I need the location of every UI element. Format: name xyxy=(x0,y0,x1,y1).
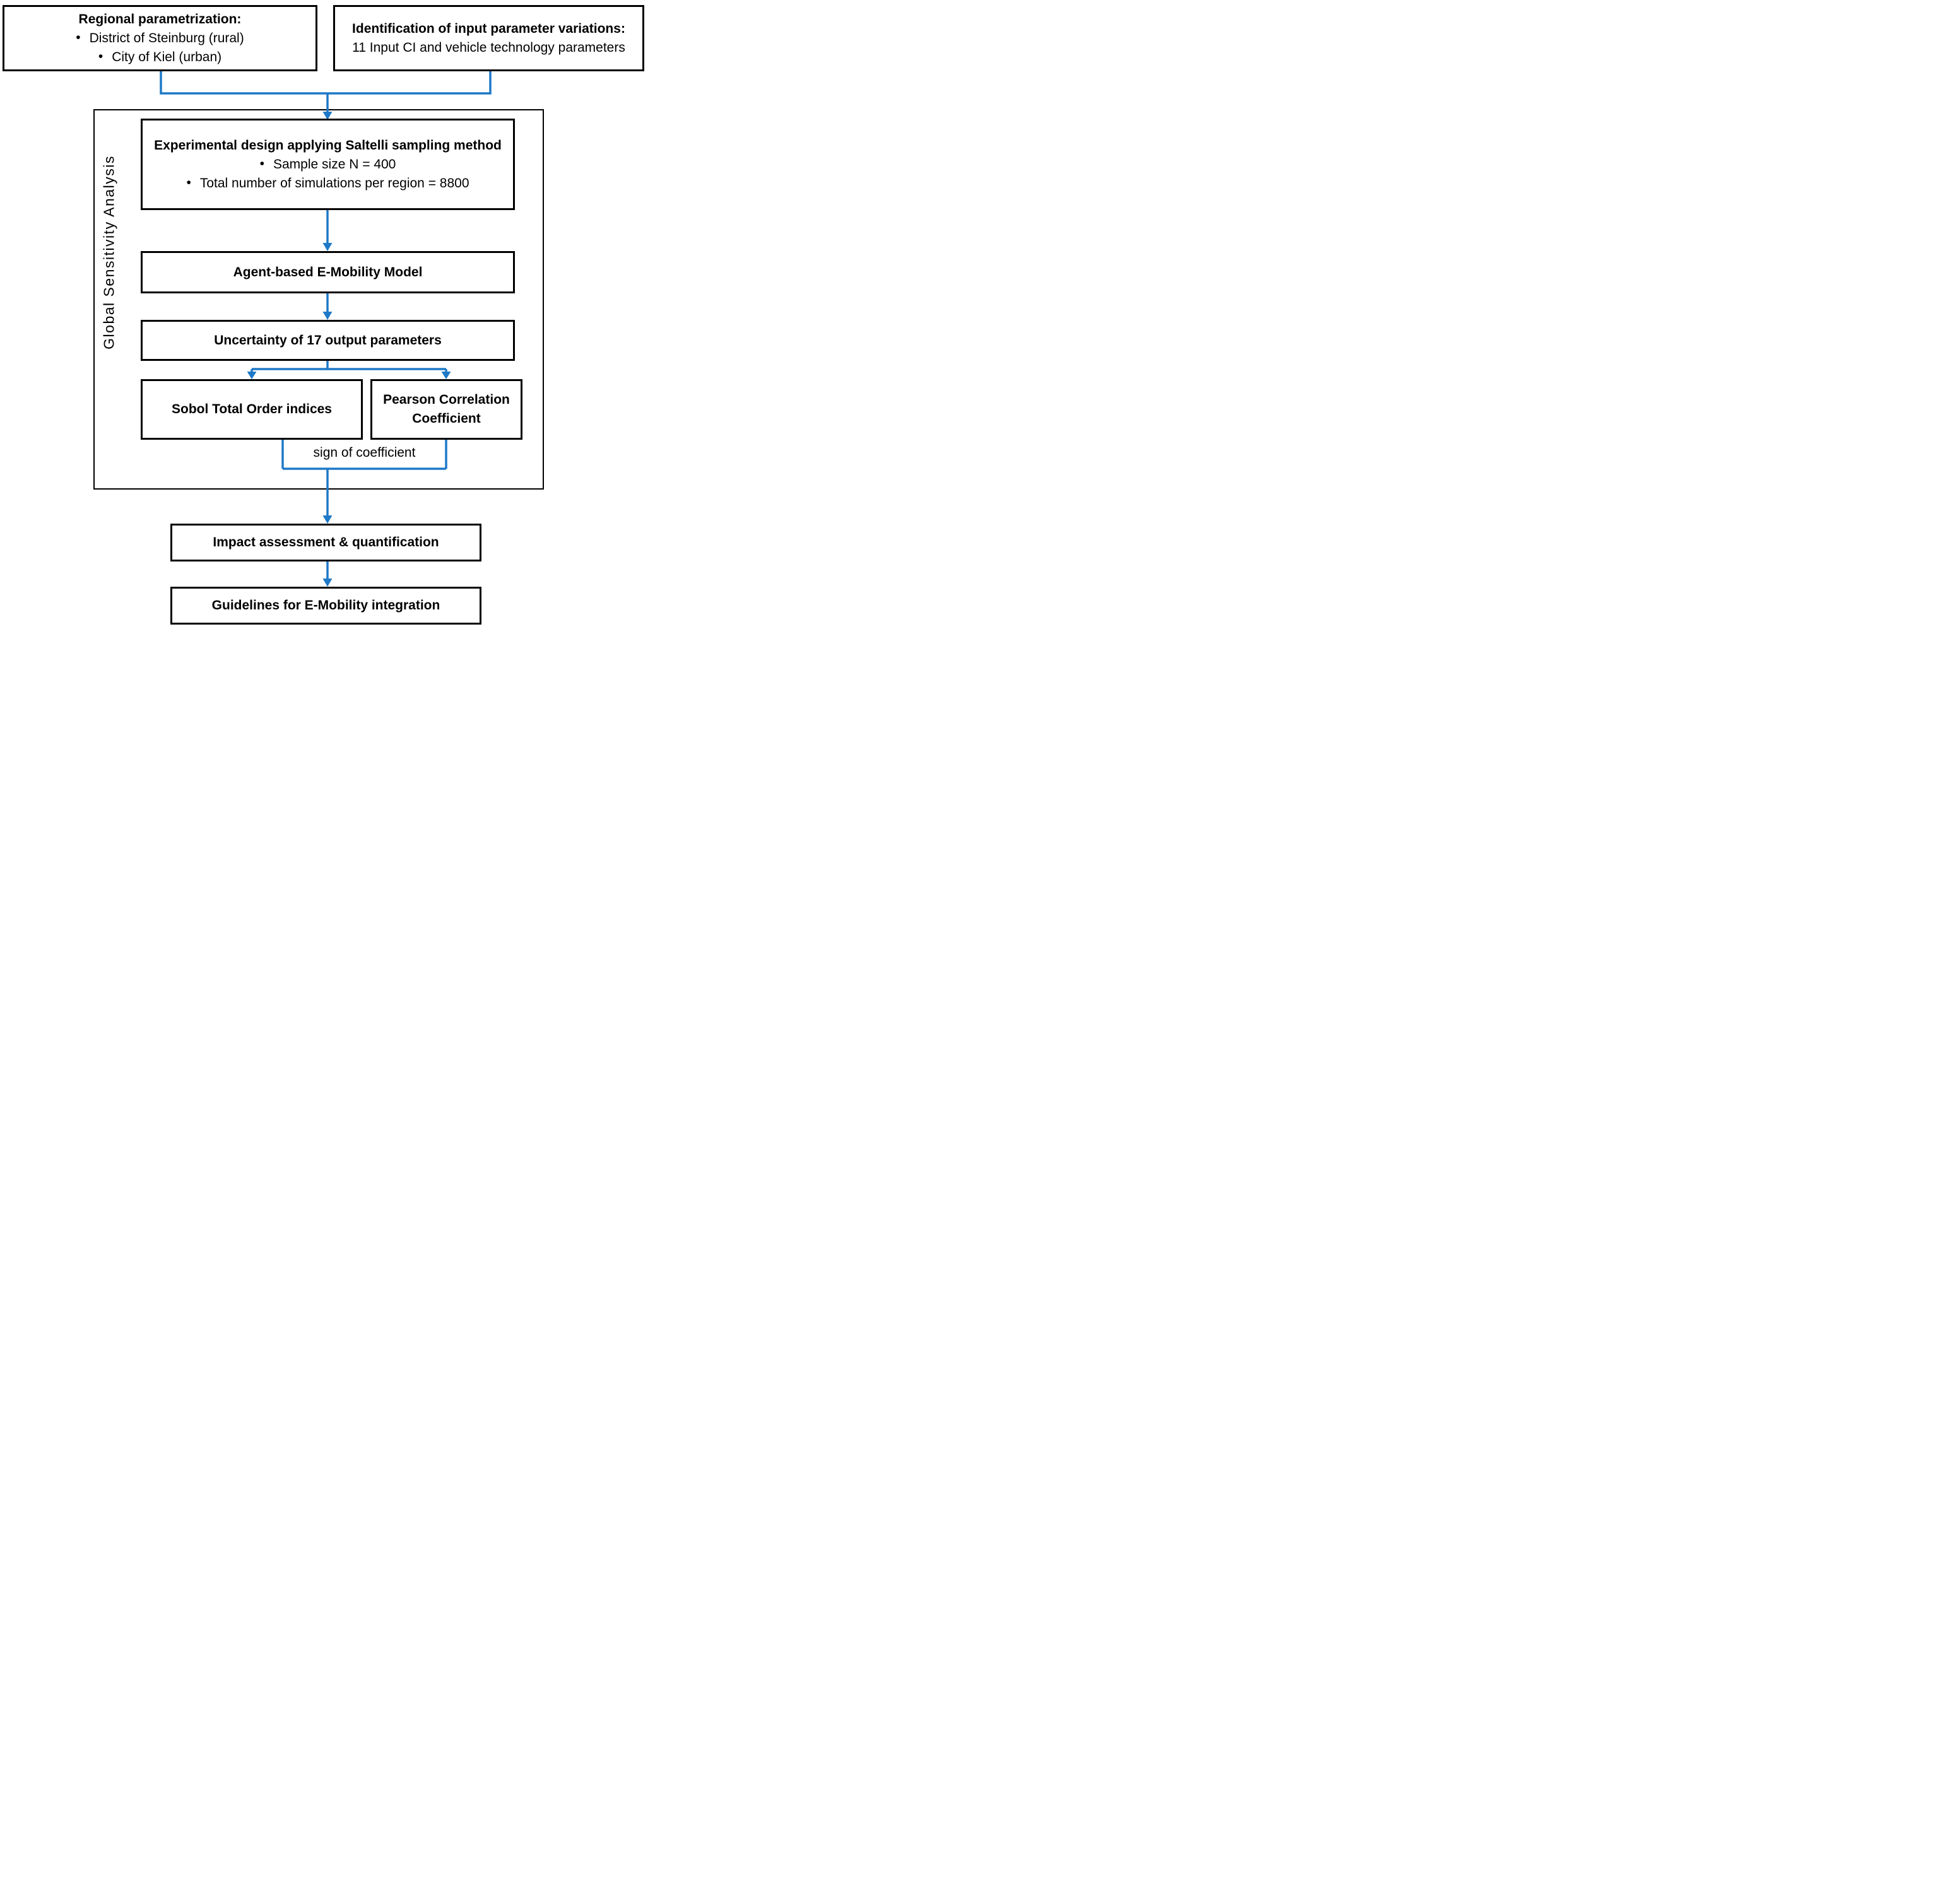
agent-box-label: Agent-based E-Mobility Model xyxy=(233,264,423,279)
connector-lines xyxy=(160,71,492,587)
list-item: • Total number of simulations per region … xyxy=(186,174,469,193)
input-parameter-variations-box: Identification of input parameter variat… xyxy=(333,5,644,71)
arrow-impact-to-guidelines xyxy=(322,561,333,587)
pearson-box-label: Pearson Correlation Coefficient xyxy=(383,392,510,426)
experimental-bullet-total-simulations: Total number of simulations per region =… xyxy=(199,175,469,191)
bullet-icon: • xyxy=(76,30,81,45)
uncertainty-box-label: Uncertainty of 17 output parameters xyxy=(214,332,442,348)
gsa-container-label: Global Sensitivity Analysis xyxy=(100,155,117,350)
identification-box-subtitle: 11 Input CI and vehicle technology param… xyxy=(352,40,625,55)
sobol-indices-box: Sobol Total Order indices xyxy=(141,379,363,440)
top-merge-connector xyxy=(160,71,492,120)
arrow-experimental-to-agent xyxy=(322,210,333,251)
sobol-box-label: Sobol Total Order indices xyxy=(172,402,332,416)
sign-of-coefficient-label: sign of coefficient xyxy=(313,445,416,460)
regional-parametrization-box: Regional parametrization: • District of S… xyxy=(3,5,317,71)
regional-bullet-kiel: City of Kiel (urban) xyxy=(112,49,222,64)
guidelines-box: Guidelines for E-Mobility integration xyxy=(170,587,481,625)
bullet-icon: • xyxy=(259,156,264,171)
list-item: • District of Steinburg (rural) xyxy=(76,29,244,48)
experimental-box-title: Experimental design applying Saltelli sa… xyxy=(154,138,502,153)
arrowhead-into-gsa xyxy=(322,112,333,120)
impact-assessment-box: Impact assessment & quantification xyxy=(170,524,481,561)
flowchart-canvas: Global Sensitivity Analysis Regional par… xyxy=(0,0,649,635)
regional-bullet-steinburg: District of Steinburg (rural) xyxy=(89,30,244,45)
agent-based-model-box: Agent-based E-Mobility Model xyxy=(141,251,515,293)
regional-box-bullet-list: • District of Steinburg (rural) • City of … xyxy=(76,29,244,67)
impact-box-label: Impact assessment & quantification xyxy=(213,535,439,549)
uncertainty-outputs-box: Uncertainty of 17 output parameters xyxy=(141,320,515,361)
pearson-coefficient-box: Pearson Correlation Coefficient xyxy=(370,379,522,440)
bullet-icon: • xyxy=(98,49,103,64)
arrowhead-into-impact xyxy=(322,515,333,524)
regional-box-title: Regional parametrization: xyxy=(78,11,242,26)
list-item: • Sample size N = 400 xyxy=(186,155,469,174)
join-connector-sign-of-coefficient xyxy=(281,440,447,524)
arrow-agent-to-uncertainty xyxy=(322,293,333,320)
experimental-design-box: Experimental design applying Saltelli sa… xyxy=(141,119,515,210)
experimental-box-bullet-list: • Sample size N = 400 • Total number of si… xyxy=(186,155,469,193)
identification-box-title: Identification of input parameter variat… xyxy=(352,21,625,36)
split-connector-to-sobol-pearson xyxy=(247,361,451,379)
bullet-icon: • xyxy=(186,175,191,190)
experimental-bullet-sample-size: Sample size N = 400 xyxy=(273,156,396,172)
list-item: • City of Kiel (urban) xyxy=(76,48,244,67)
guidelines-box-label: Guidelines for E-Mobility integration xyxy=(211,598,440,613)
